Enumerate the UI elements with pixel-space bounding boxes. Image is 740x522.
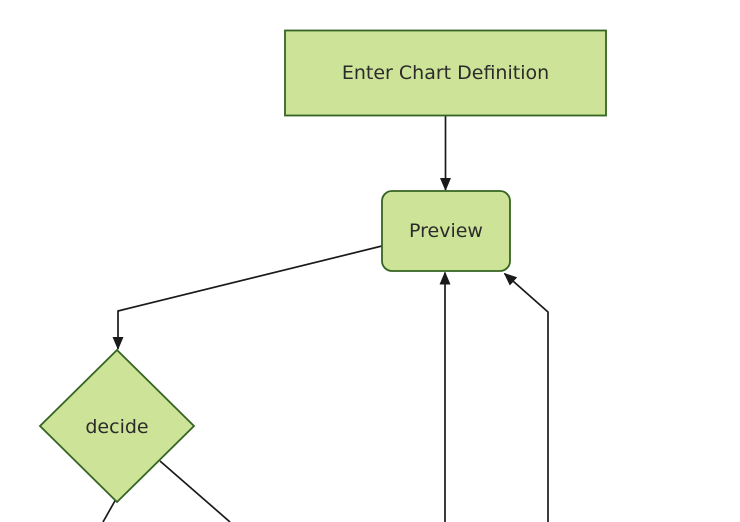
node-enter-chart-definition: Enter Chart Definition	[284, 29, 607, 117]
node-preview-shape	[381, 190, 511, 272]
node-enter-chart-definition-shape	[284, 29, 607, 117]
edge-layer	[102, 115, 549, 522]
node-enter-chart-definition-label: Enter Chart Definition	[342, 62, 549, 84]
node-decide-label: decide	[85, 416, 148, 438]
node-preview: Preview	[381, 190, 511, 272]
edge-decide-to-offscreen-left	[102, 498, 117, 522]
edge-bottom-right-to-preview	[503, 272, 549, 522]
node-decide: decide	[38, 348, 196, 504]
edge-preview-to-decide	[112, 245, 383, 350]
node-decide-shape	[38, 348, 196, 504]
node-layer: Enter Chart Definition Preview decide	[38, 29, 607, 504]
edge-decide-to-offscreen-right	[159, 460, 231, 522]
node-preview-label: Preview	[409, 220, 483, 242]
